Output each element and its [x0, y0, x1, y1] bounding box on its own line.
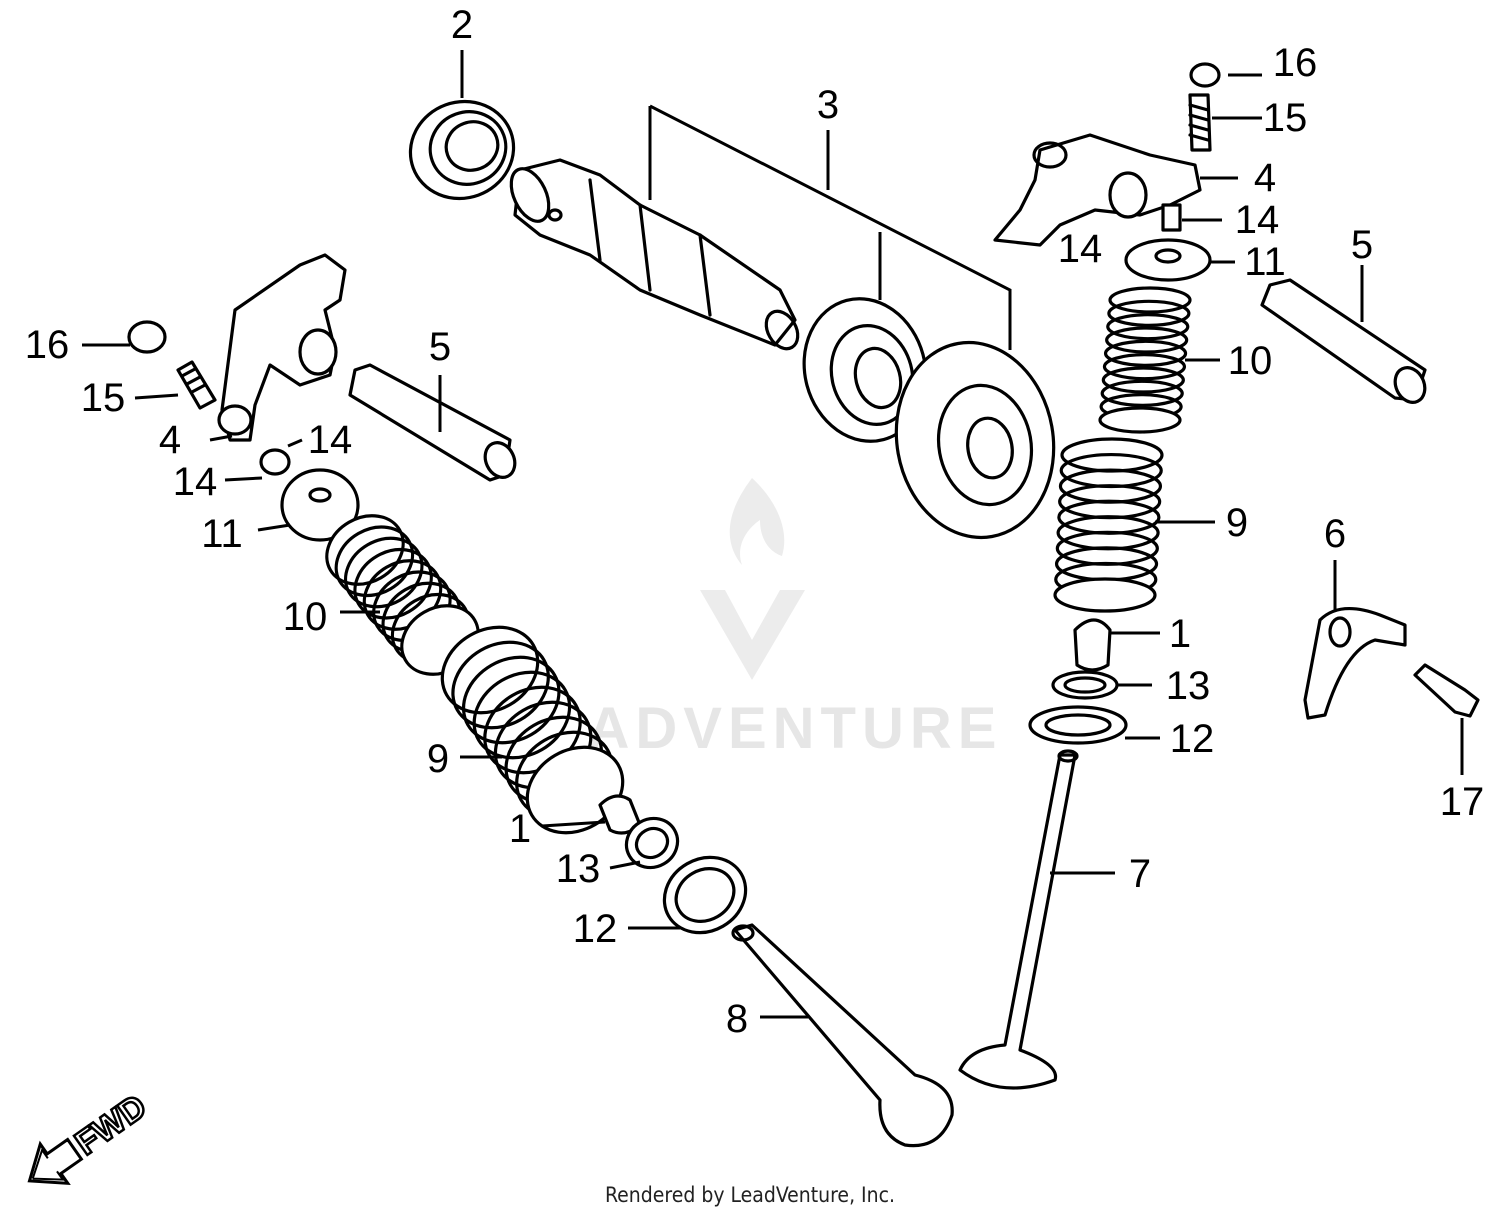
leader-3-bracket [648, 104, 1012, 350]
callout-11: 11 [1244, 240, 1286, 284]
callout-1: 1 [509, 807, 531, 851]
fwd-label: FWD [68, 1087, 153, 1163]
watermark-text: ADVENTURE [588, 696, 1003, 761]
watermark: ADVENTURE [588, 478, 1003, 761]
callout-9: 9 [1226, 501, 1248, 545]
callout-13: 13 [556, 847, 601, 891]
callout-9: 9 [427, 737, 449, 781]
callout-12: 12 [573, 907, 618, 951]
part-13-washer-right [1051, 670, 1119, 700]
callout-4: 4 [1254, 156, 1276, 200]
part-8-valve-left [731, 923, 954, 1148]
part-12-seat-left [662, 855, 748, 935]
spring-coil [1107, 299, 1191, 327]
part-3-cam-sprocket [894, 340, 1056, 540]
part-16-nut-right [1189, 62, 1221, 88]
callout-3: 3 [817, 83, 839, 127]
callout-11: 11 [201, 512, 243, 556]
callout-5: 5 [429, 325, 451, 369]
callout-13: 13 [1166, 664, 1211, 708]
callout-12: 12 [1170, 717, 1215, 761]
spring-coil [525, 745, 625, 835]
part-7-valve-right [958, 749, 1079, 1090]
part-11-retainer-right [1124, 238, 1212, 282]
part-4-rocker-arm-left [217, 253, 347, 442]
spring-coil [472, 670, 572, 760]
spring-coil [451, 640, 550, 730]
callout-labels: 2 3 16 15 4 14 14 11 5 10 9 6 1 13 12 17… [25, 3, 1485, 1041]
spring-coil [1101, 366, 1185, 394]
callout-5: 5 [1351, 223, 1373, 267]
part-4-rocker-arm-right [993, 133, 1202, 247]
callout-15: 15 [81, 376, 126, 420]
part-5-rocker-shaft-left [348, 363, 517, 482]
callout-6: 6 [1324, 512, 1346, 556]
callout-14: 14 [173, 460, 218, 504]
callout-16: 16 [25, 323, 70, 367]
footer-credit: Rendered by LeadVenture, Inc. [605, 1183, 895, 1207]
part-2-oil-seal [408, 99, 516, 201]
part-14-keeper-right [1161, 203, 1182, 232]
part-15-adjusting-screw-right [1188, 93, 1212, 152]
spring-coil [1102, 353, 1187, 381]
spring-coil [1106, 313, 1190, 341]
callout-14: 14 [308, 418, 353, 462]
spring-coil [1100, 379, 1184, 407]
callout-4: 4 [159, 418, 181, 462]
part-14-keeper-left [259, 448, 291, 476]
callout-2: 2 [451, 3, 473, 47]
callout-1: 1 [1169, 612, 1191, 656]
callout-14: 14 [1235, 198, 1280, 242]
part-9-outer-spring-left [440, 625, 625, 835]
part-13-washer-left [624, 816, 680, 870]
callout-14: 14 [1058, 227, 1103, 271]
spring-coil [1105, 326, 1189, 354]
part-5-rocker-shaft-right [1260, 278, 1427, 404]
part-15-adjusting-screw-left [176, 360, 217, 410]
spring-coil [1098, 406, 1182, 434]
leader-lines [82, 50, 1464, 1019]
part-16-nut-left [127, 320, 167, 354]
spring-coil [461, 655, 561, 745]
part-10-inner-spring-right [1098, 286, 1192, 434]
callout-10: 10 [283, 595, 328, 639]
callout-7: 7 [1129, 852, 1151, 896]
part-17-bolt [1413, 663, 1480, 718]
part-1-valve-stem-seal-right [1073, 618, 1112, 672]
spring-coil [1053, 577, 1157, 613]
spring-coil [1103, 339, 1188, 367]
part-9-outer-spring-right [1053, 437, 1164, 613]
callout-16: 16 [1273, 41, 1318, 85]
part-11-retainer-left [280, 468, 360, 542]
callout-17: 17 [1440, 780, 1485, 824]
part-3-camshaft [509, 158, 800, 351]
callout-8: 8 [726, 997, 748, 1041]
callout-15: 15 [1263, 96, 1308, 140]
callout-10: 10 [1228, 339, 1273, 383]
part-6-bracket [1303, 606, 1407, 720]
part-12-seat-right [1028, 705, 1128, 745]
part-3-bearing [802, 297, 928, 443]
